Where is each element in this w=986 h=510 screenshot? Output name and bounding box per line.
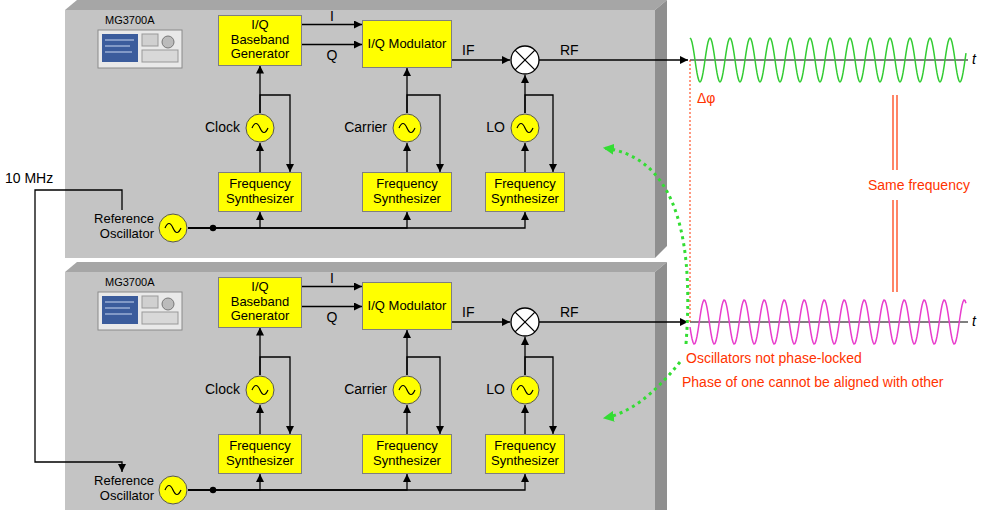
signal-arrow xyxy=(188,212,260,228)
junction-dot xyxy=(210,487,216,493)
signal-arrow xyxy=(406,143,407,172)
block-label: I/Q Modulator xyxy=(368,299,447,314)
callout-arrow xyxy=(604,148,688,418)
signal-arrow xyxy=(188,212,407,228)
oscillator-label: Reference Oscillator xyxy=(80,212,154,242)
function-block: I/Q Modulator xyxy=(362,20,452,68)
signal-label: 10 MHz xyxy=(5,170,53,186)
block-label: Frequency Synthesizer xyxy=(223,439,297,469)
signal-arrow xyxy=(188,474,407,490)
oscillator-label: Clock xyxy=(205,119,240,135)
block-label: I/Q Baseband Generator xyxy=(223,18,297,63)
signal-arrow xyxy=(188,212,525,228)
reference-oscillator: Reference Oscillator xyxy=(80,472,188,508)
signal-label: Q xyxy=(327,47,338,63)
reference-oscillator: Reference Oscillator xyxy=(80,210,188,246)
phase-marker xyxy=(690,60,691,322)
signal-arrow xyxy=(302,306,362,307)
note: Same frequency xyxy=(868,177,970,193)
equal-sign-bars xyxy=(893,95,897,292)
rf-waveform xyxy=(690,38,966,82)
instrument-housing xyxy=(65,0,667,258)
note: Phase of one cannot be aligned with othe… xyxy=(682,374,944,390)
oscillator-symbol: Clock xyxy=(245,113,275,143)
signal-arrow xyxy=(259,143,260,172)
rf-waveform xyxy=(690,300,966,344)
time-axis xyxy=(690,60,968,61)
oscillator-label: Carrier xyxy=(344,119,387,135)
signal-name: RF xyxy=(560,304,579,320)
instrument-picture xyxy=(98,292,182,330)
signal-arrow xyxy=(188,474,260,490)
function-block: Frequency Synthesizer xyxy=(362,172,452,212)
oscillator-label: Clock xyxy=(205,381,240,397)
signal-arrow xyxy=(406,405,407,434)
oscillator-symbol: Carrier xyxy=(392,375,422,405)
signal-arrow xyxy=(524,405,525,434)
oscillator-circle xyxy=(510,375,540,405)
junction-dot xyxy=(210,225,216,231)
signal-arrow xyxy=(524,143,525,172)
oscillator-label: Carrier xyxy=(344,381,387,397)
model-label: MG3700A xyxy=(105,276,155,288)
note: Oscillators not phase-locked xyxy=(686,350,862,366)
oscillator-circle xyxy=(392,375,422,405)
function-block: Frequency Synthesizer xyxy=(362,434,452,474)
signal-name: RF xyxy=(560,42,579,58)
block-label: Frequency Synthesizer xyxy=(490,177,560,207)
oscillator-circle xyxy=(245,375,275,405)
oscillator-circle xyxy=(158,475,188,505)
function-block: Frequency Synthesizer xyxy=(218,434,302,474)
signal-arrow xyxy=(302,24,362,25)
signal-arrow xyxy=(302,286,362,287)
signal-label: I xyxy=(330,270,334,286)
signal-arrow xyxy=(302,44,362,45)
block-label: I/Q Baseband Generator xyxy=(223,280,297,325)
signal-name: IF xyxy=(462,304,474,320)
model-label: MG3700A xyxy=(105,14,155,26)
block-label: Frequency Synthesizer xyxy=(490,439,560,469)
signal-name: IF xyxy=(462,42,474,58)
block-label: Frequency Synthesizer xyxy=(367,439,447,469)
oscillator-circle xyxy=(245,113,275,143)
function-block: Frequency Synthesizer xyxy=(218,172,302,212)
oscillator-circle xyxy=(392,113,422,143)
function-block: I/Q Baseband Generator xyxy=(218,15,302,66)
instrument-picture xyxy=(98,30,182,68)
oscillator-label: LO xyxy=(486,381,505,397)
function-block: I/Q Modulator xyxy=(362,282,452,330)
oscillator-label: LO xyxy=(486,119,505,135)
axis-label: t xyxy=(972,51,976,67)
axis-label: t xyxy=(972,313,976,329)
oscillator-symbol: LO xyxy=(510,375,540,405)
oscillator-circle xyxy=(158,213,188,243)
oscillator-circle xyxy=(510,113,540,143)
oscillator-symbol: Carrier xyxy=(392,113,422,143)
block-label: Frequency Synthesizer xyxy=(223,177,297,207)
signal-arrow xyxy=(188,474,525,490)
signal-label: Q xyxy=(327,309,338,325)
block-label: I/Q Modulator xyxy=(368,37,447,52)
block-label: Frequency Synthesizer xyxy=(367,177,447,207)
oscillator-label: Reference Oscillator xyxy=(80,474,154,504)
instrument-housing xyxy=(65,262,667,510)
signal-label: I xyxy=(330,8,334,24)
function-block: I/Q Baseband Generator xyxy=(218,277,302,328)
oscillator-symbol: Clock xyxy=(245,375,275,405)
signal-arrow xyxy=(259,405,260,434)
oscillator-symbol: LO xyxy=(510,113,540,143)
function-block: Frequency Synthesizer xyxy=(485,434,565,474)
phase-label: Δφ xyxy=(697,90,715,106)
function-block: Frequency Synthesizer xyxy=(485,172,565,212)
